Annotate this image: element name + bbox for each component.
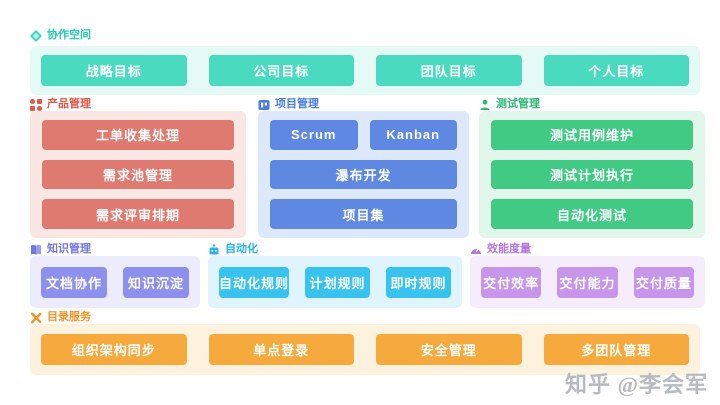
section-title-metrics: 效能度量 — [487, 243, 531, 255]
section-title-directory: 目录服务 — [47, 311, 91, 323]
section-title-knowledge: 知识管理 — [47, 243, 91, 255]
knowledge-panel: 文档协作 知识沉淀 — [30, 256, 200, 308]
chip-automated-testing[interactable]: 自动化测试 — [491, 199, 693, 230]
chip-waterfall[interactable]: 瀑布开发 — [270, 159, 457, 190]
gauge-icon — [470, 244, 482, 256]
chip-test-plan-execution[interactable]: 测试计划执行 — [491, 159, 693, 190]
chip-multi-team-management[interactable]: 多团队管理 — [543, 334, 689, 365]
chip-security-management[interactable]: 安全管理 — [376, 334, 522, 365]
test-panel: 测试用例维护 测试计划执行 自动化测试 — [479, 111, 705, 238]
section-header-test: 测试管理 — [479, 98, 540, 111]
tester-person-icon — [479, 99, 491, 111]
section-title-collaboration: 协作空间 — [47, 29, 91, 41]
chip-strategic-goals[interactable]: 战略目标 — [41, 55, 187, 86]
book-icon — [30, 244, 42, 256]
chip-sso[interactable]: 单点登录 — [208, 334, 354, 365]
section-header-metrics: 效能度量 — [470, 243, 531, 256]
board-icon — [258, 99, 270, 111]
section-title-automation: 自动化 — [225, 243, 258, 255]
chip-personal-goals[interactable]: 个人目标 — [543, 55, 689, 86]
section-header-product: 产品管理 — [30, 98, 91, 111]
section-title-product: 产品管理 — [47, 98, 91, 110]
chip-delivery-efficiency[interactable]: 交付效率 — [481, 266, 542, 298]
zhihu-watermark: 知乎 @李会军 — [565, 372, 708, 397]
section-header-knowledge: 知识管理 — [30, 243, 91, 256]
metrics-panel: 交付效率 交付能力 交付质量 — [470, 256, 705, 308]
chip-doc-collaboration[interactable]: 文档协作 — [41, 266, 107, 298]
chip-org-sync[interactable]: 组织架构同步 — [41, 334, 187, 365]
chip-delivery-capability[interactable]: 交付能力 — [557, 266, 618, 298]
section-header-collaboration: 协作空间 — [30, 29, 91, 42]
product-panel: 工单收集处理 需求池管理 需求评审排期 — [30, 111, 246, 238]
chip-kanban[interactable]: Kanban — [369, 120, 457, 150]
chip-requirement-review[interactable]: 需求评审排期 — [42, 199, 234, 230]
collaboration-panel: 战略目标 公司目标 团队目标 个人目标 — [30, 46, 700, 95]
crossed-tools-icon — [30, 312, 42, 324]
robot-icon — [208, 243, 220, 256]
chip-scheduled-rules[interactable]: 计划规则 — [305, 266, 371, 298]
chip-ticket-collection[interactable]: 工单收集处理 — [42, 120, 234, 150]
project-panel: Scrum Kanban 瀑布开发 项目集 — [258, 111, 469, 238]
chip-company-goals[interactable]: 公司目标 — [208, 55, 354, 86]
chip-program[interactable]: 项目集 — [270, 199, 457, 230]
section-header-directory: 目录服务 — [30, 311, 91, 324]
grid-dots-icon — [30, 98, 42, 111]
chip-backlog-pool[interactable]: 需求池管理 — [42, 159, 234, 190]
directory-panel: 组织架构同步 单点登录 安全管理 多团队管理 — [30, 324, 700, 375]
section-header-project: 项目管理 — [258, 98, 319, 111]
chip-instant-rules[interactable]: 即时规则 — [386, 266, 452, 298]
section-header-automation: 自动化 — [208, 243, 258, 256]
chip-test-case-maintenance[interactable]: 测试用例维护 — [491, 120, 693, 150]
chip-team-goals[interactable]: 团队目标 — [376, 55, 522, 86]
chip-automation-rules[interactable]: 自动化规则 — [219, 266, 290, 298]
automation-panel: 自动化规则 计划规则 即时规则 — [208, 256, 462, 308]
section-title-test: 测试管理 — [496, 98, 540, 110]
chip-knowledge-accumulation[interactable]: 知识沉淀 — [123, 266, 189, 298]
section-title-project: 项目管理 — [275, 98, 319, 110]
diamond-icon — [30, 29, 42, 42]
chip-delivery-quality[interactable]: 交付质量 — [633, 266, 694, 298]
chip-scrum[interactable]: Scrum — [270, 120, 358, 150]
